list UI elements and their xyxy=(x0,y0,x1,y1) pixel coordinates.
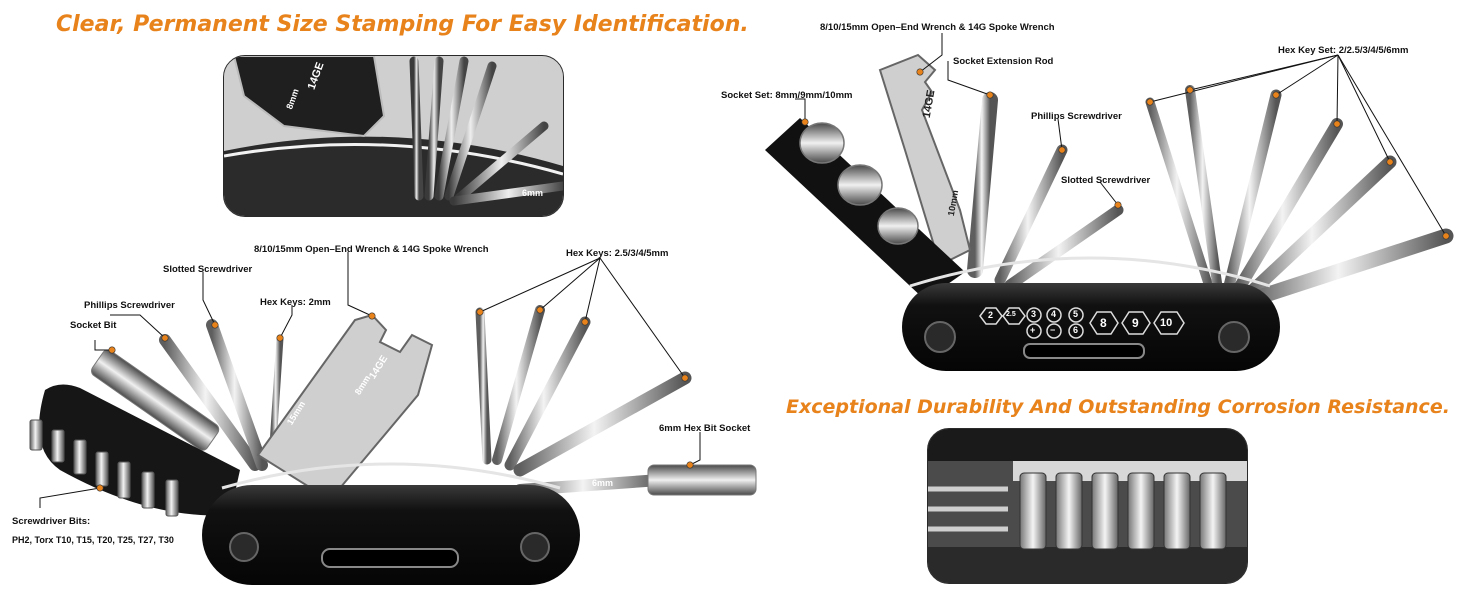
right-hex-2-5 xyxy=(1185,85,1223,295)
right-slotted xyxy=(1004,204,1124,291)
right-hex-5 xyxy=(1241,155,1397,302)
label-left-hex-2mm: Hex Keys: 2mm xyxy=(260,297,331,308)
size-icon-9: 9 xyxy=(1132,316,1139,330)
label-left-bits-list: PH2, Torx T10, T15, T20, T25, T27, T30 xyxy=(12,535,174,545)
headline-durability: Exceptional Durability And Outstanding C… xyxy=(786,396,1450,418)
left-multitool xyxy=(29,305,757,585)
label-right-hex-set: Hex Key Set: 2/2.5/3/4/5/6mm xyxy=(1278,45,1409,56)
left-hex-3 xyxy=(492,305,545,465)
closeup-stamping-art xyxy=(224,56,563,216)
left-callout-lines xyxy=(39,252,701,508)
left-wrench xyxy=(256,313,434,502)
label-left-hex-keys: Hex Keys: 2.5/3/4/5mm xyxy=(566,248,669,259)
label-left-slotted: Slotted Screwdriver xyxy=(163,264,253,275)
headline-stamping: Clear, Permanent Size Stamping For Easy … xyxy=(56,12,749,37)
left-hex-4 xyxy=(504,316,591,471)
right-hex-2 xyxy=(1145,97,1215,295)
label-left-hex-bit-socket: 6mm Hex Bit Socket xyxy=(659,423,751,434)
label-right-wrench: 8/10/15mm Open–End Wrench & 14G Spoke Wr… xyxy=(820,22,1055,33)
left-bit-holder xyxy=(39,384,240,516)
size-icon-8: 8 xyxy=(1100,316,1107,330)
left-socket-bit xyxy=(91,349,220,451)
right-size-icon-shapes xyxy=(979,307,1185,339)
label-left-phillips: Phillips Screwdriver xyxy=(84,300,175,311)
right-extension-rod xyxy=(967,92,998,278)
closeup-bits-photo xyxy=(927,428,1248,584)
label-right-phillips: Phillips Screwdriver xyxy=(1031,111,1122,122)
left-hex-bit-socket xyxy=(647,464,757,496)
right-sockets xyxy=(799,122,919,245)
right-socket-arm xyxy=(765,118,965,300)
size-icon-5: 5 xyxy=(1073,309,1079,319)
closeup-stamping-photo: 8mm 14GE 6mm xyxy=(223,55,564,217)
right-callout-dots xyxy=(801,68,1450,240)
label-right-extension: Socket Extension Rod xyxy=(953,56,1054,67)
right-multitool xyxy=(765,53,1454,371)
label-right-socket-set: Socket Set: 8mm/9mm/10mm xyxy=(721,90,853,101)
size-icon-2-5: 2.5 xyxy=(1006,311,1016,318)
size-icon-6: 6 xyxy=(1073,325,1079,335)
left-slotted-shaft xyxy=(206,319,268,471)
size-icon-4: 4 xyxy=(1051,309,1057,319)
size-icon-3: 3 xyxy=(1031,309,1037,319)
right-tool-body xyxy=(902,283,1280,371)
left-hex-5 xyxy=(513,371,692,477)
right-hex-4 xyxy=(1232,118,1343,296)
left-callout-dots xyxy=(96,306,694,492)
label-left-socket-bit: Socket Bit xyxy=(70,320,117,331)
phillips-size-icon: + xyxy=(1030,325,1036,335)
closeup-6mm-stamp: 6mm xyxy=(522,188,544,198)
right-hex-6 xyxy=(1242,228,1454,308)
size-icon-2: 2 xyxy=(988,310,994,320)
label-right-slotted: Slotted Screwdriver xyxy=(1061,175,1151,186)
right-callout-lines xyxy=(795,33,1447,237)
right-hex-3 xyxy=(1222,89,1282,296)
size-icon-10: 10 xyxy=(1160,317,1173,329)
left-hex-2-5 xyxy=(475,307,492,465)
left-tool-body xyxy=(202,485,580,585)
label-left-wrench: 8/10/15mm Open–End Wrench & 14G Spoke Wr… xyxy=(254,244,489,255)
left-phillips-shaft xyxy=(159,334,261,471)
left-hex-6mm-stamp: 6mm xyxy=(592,478,614,488)
right-phillips xyxy=(994,144,1068,286)
label-left-bits-title: Screwdriver Bits: xyxy=(12,516,91,527)
closeup-bits-art xyxy=(928,429,1247,583)
slotted-size-icon: − xyxy=(1050,325,1056,335)
